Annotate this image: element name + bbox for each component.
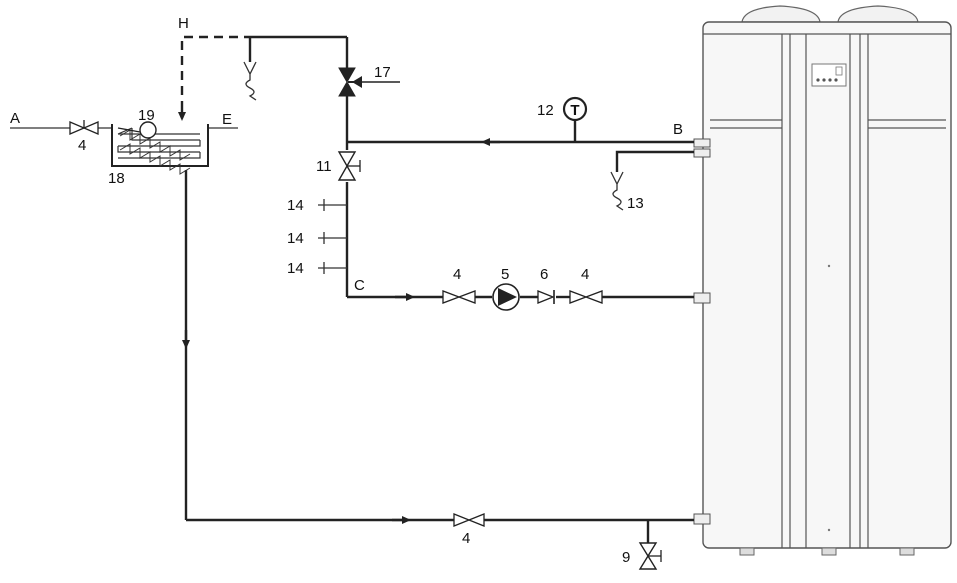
fan-cap-left (741, 5, 821, 23)
label-outlet-3: 14 (287, 260, 304, 277)
loop-valve-left (442, 290, 476, 304)
label-thermometer: 12 (537, 102, 554, 119)
unit-body (702, 21, 952, 549)
drain-hose-top (243, 61, 257, 101)
label-check-valve: 6 (540, 266, 548, 283)
thermometer-symbol: T (570, 102, 579, 119)
drain-hose-13 (610, 171, 624, 211)
label-inlet-valve: 4 (78, 137, 86, 154)
label-pump: 5 (501, 266, 509, 283)
label-drain-hose-13: 13 (627, 195, 644, 212)
label-b: B (673, 121, 683, 138)
dashed-line-h (180, 35, 250, 110)
circulation-pump (492, 283, 520, 311)
unit-foot (899, 547, 915, 556)
label-drain-valve-11: 11 (316, 158, 332, 175)
three-way-valve (338, 67, 400, 97)
label-drain-valve-9: 9 (622, 549, 630, 566)
drain-valve-9 (638, 542, 662, 570)
unit-foot (821, 547, 837, 556)
float-valve (117, 121, 157, 139)
inlet-valve (69, 120, 99, 135)
connector-loop (693, 292, 711, 304)
water-tank (111, 124, 209, 175)
label-loop-valve-left: 4 (453, 266, 461, 283)
pipework (10, 35, 694, 543)
connector-bottom (693, 513, 711, 525)
label-c: C (354, 277, 365, 294)
fan-cap-right (837, 5, 919, 23)
unit-foot (739, 547, 755, 556)
label-outlet-2: 14 (287, 230, 304, 247)
heat-pump-unit (693, 5, 952, 556)
label-h: H (178, 15, 189, 32)
label-e: E (222, 111, 232, 128)
label-a: A (10, 110, 20, 127)
check-valve (537, 290, 555, 304)
label-bottom-valve: 4 (462, 530, 470, 547)
thermometer: T (562, 96, 588, 122)
label-loop-valve-right: 4 (581, 266, 589, 283)
label-float-valve: 19 (138, 107, 155, 124)
label-outlet-1: 14 (287, 197, 304, 214)
connector-drain (693, 148, 711, 158)
bottom-valve (453, 513, 485, 527)
connector-b (693, 138, 711, 148)
drain-valve-11 (337, 151, 361, 181)
loop-valve-right (569, 290, 603, 304)
label-tank: 18 (108, 170, 125, 187)
label-three-way-valve: 17 (374, 64, 391, 81)
